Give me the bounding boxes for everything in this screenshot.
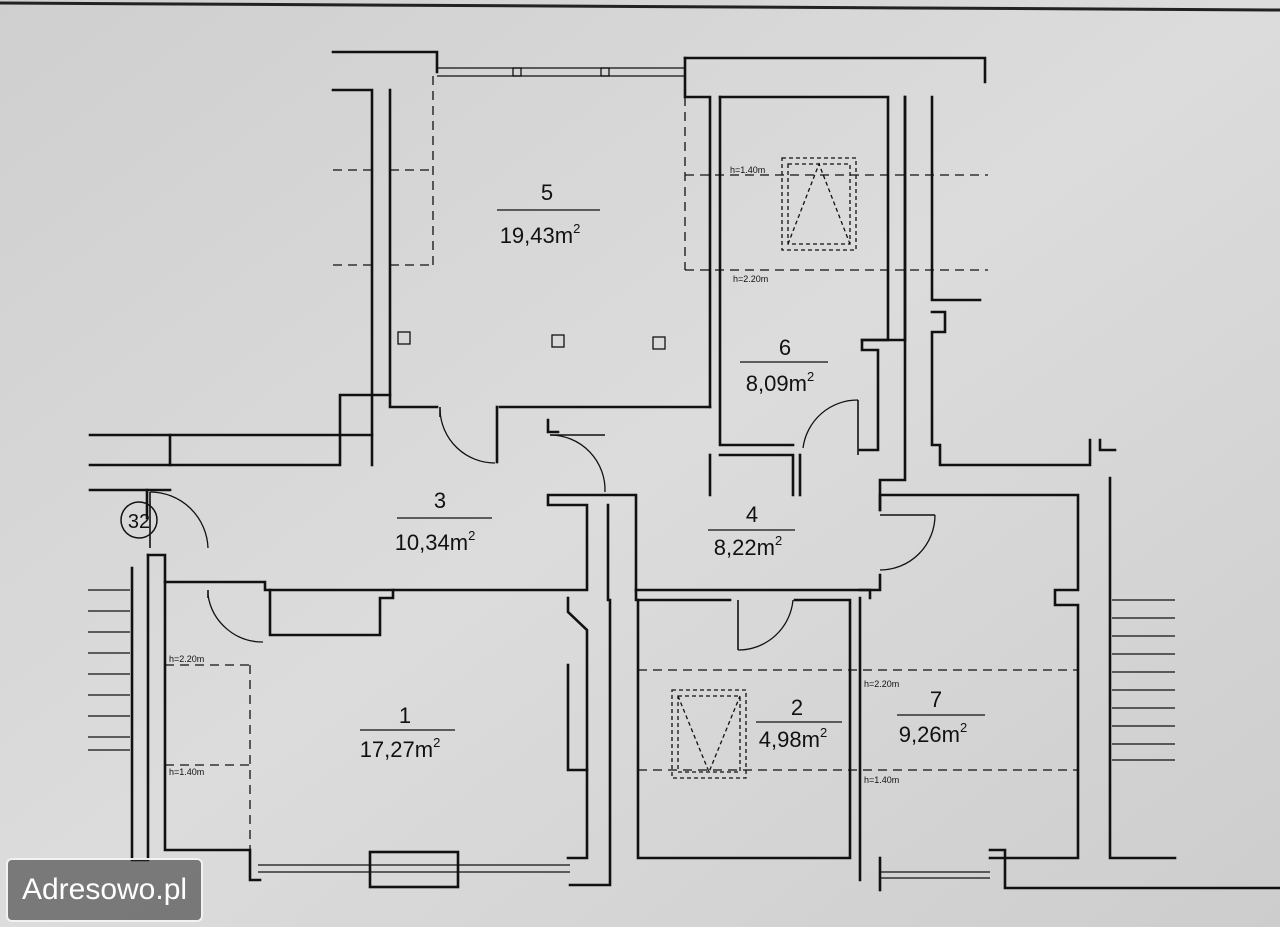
walls xyxy=(88,50,1280,892)
room-5-number: 5 xyxy=(541,180,553,205)
room-5-label: 5 19,43m2 xyxy=(497,180,600,248)
height-label-room1-bottom: h=1.40m xyxy=(169,767,204,777)
doors xyxy=(149,399,936,651)
room-3-label: 3 10,34m2 xyxy=(395,488,492,555)
height-lines xyxy=(165,76,1078,850)
room-2-label: 2 4,98m2 xyxy=(756,695,842,752)
skylight-room-6 xyxy=(781,157,857,251)
room-7-number: 7 xyxy=(930,687,942,712)
room-2-number: 2 xyxy=(791,695,803,720)
room-7-area: 9,26m2 xyxy=(899,720,967,747)
room-4-label: 4 8,22m2 xyxy=(708,502,795,560)
watermark-logo[interactable]: Adresowo.pl xyxy=(6,858,203,922)
room-1-area: 17,27m2 xyxy=(360,735,441,762)
entrance-number: 32 xyxy=(128,511,150,533)
height-label-room7-bottom: h=1.40m xyxy=(864,775,899,785)
room-4-number: 4 xyxy=(746,502,758,527)
paper-top-edge xyxy=(0,1,1280,12)
room-2-area: 4,98m2 xyxy=(759,725,827,752)
room-1-label: 1 17,27m2 xyxy=(360,703,455,762)
room-3-number: 3 xyxy=(434,488,446,513)
room-5-area: 19,43m2 xyxy=(500,221,581,248)
skylight-room-2 xyxy=(671,689,747,779)
room-7-label: 7 9,26m2 xyxy=(897,687,985,747)
height-label-room1-top: h=2.20m xyxy=(169,654,204,664)
room-1-number: 1 xyxy=(399,703,411,728)
left-stairs xyxy=(88,589,130,751)
room-6-number: 6 xyxy=(779,335,791,360)
height-label-room6-bottom: h=2.20m xyxy=(733,274,768,284)
height-label-room6-top: h=1.40m xyxy=(730,165,765,175)
height-label-room7-top: h=2.20m xyxy=(864,679,899,689)
room-6-label: 6 8,09m2 xyxy=(740,335,828,396)
room-3-area: 10,34m2 xyxy=(395,528,476,555)
room-6-area: 8,09m2 xyxy=(746,369,814,396)
entrance-marker: 32 xyxy=(120,501,158,539)
right-stairs xyxy=(1112,599,1175,761)
room-4-area: 8,22m2 xyxy=(714,533,782,560)
